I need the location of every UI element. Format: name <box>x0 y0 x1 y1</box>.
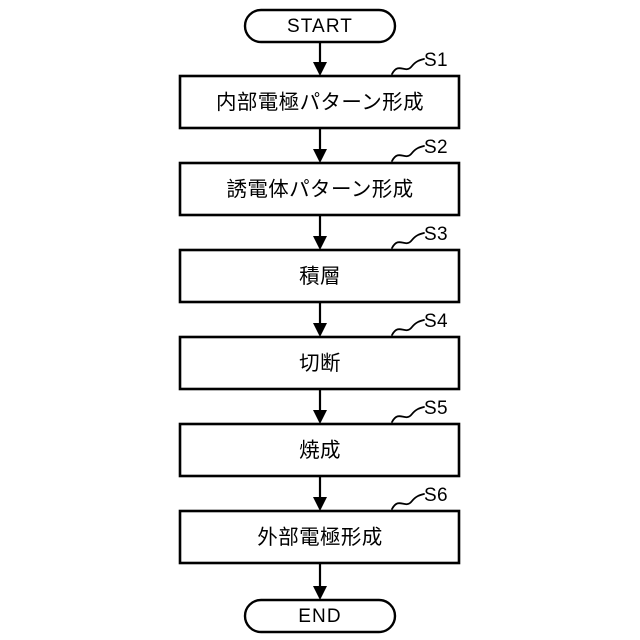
s6-label: 外部電極形成 <box>257 525 382 549</box>
s5-tag-text: S5 <box>424 398 448 419</box>
connector-start-to-s1 <box>313 42 327 76</box>
tag-s5: S5 <box>391 398 448 423</box>
s1-box <box>178 74 461 130</box>
connector-s4-to-s5 <box>313 389 327 424</box>
s6-box <box>178 509 461 565</box>
connector-s3-to-s4 <box>313 302 327 337</box>
arrow-head-icon <box>313 410 327 424</box>
node-s6[interactable]: 外部電極形成 <box>178 509 461 565</box>
end-label: END <box>298 606 341 627</box>
node-s3[interactable]: 積層 <box>178 248 461 304</box>
tag-s6: S6 <box>391 485 448 510</box>
s3-tag-text: S3 <box>424 224 448 245</box>
s2-label: 誘電体パターン形成 <box>226 177 413 201</box>
s2-tag-text: S2 <box>424 137 448 158</box>
connector-s6-to-end <box>313 563 327 600</box>
s3-label: 積層 <box>299 264 341 288</box>
arrow-head-icon <box>313 236 327 250</box>
node-s4[interactable]: 切断 <box>178 335 461 391</box>
tag-s1: S1 <box>391 50 448 75</box>
node-end[interactable]: END <box>243 598 397 634</box>
s3-leader-line <box>391 232 425 249</box>
arrow-head-icon <box>313 62 327 76</box>
tag-s4: S4 <box>391 311 448 336</box>
s6-leader-line <box>391 493 425 510</box>
node-start[interactable]: START <box>243 8 397 44</box>
s6-tag-text: S6 <box>424 485 448 506</box>
s4-label: 切断 <box>299 351 341 375</box>
node-s1[interactable]: 内部電極パターン形成 <box>178 74 461 130</box>
end-capsule <box>243 598 397 634</box>
s1-label: 内部電極パターン形成 <box>216 90 424 114</box>
start-label: START <box>287 16 353 37</box>
tag-s3: S3 <box>391 224 448 249</box>
arrow-head-icon <box>313 497 327 511</box>
s5-box <box>178 422 461 478</box>
s1-leader-line <box>391 58 425 75</box>
s2-leader-line <box>391 145 425 162</box>
s1-tag-text: S1 <box>424 50 448 71</box>
node-s5[interactable]: 焼成 <box>178 422 461 478</box>
s5-leader-line <box>391 406 425 423</box>
tag-s2: S2 <box>391 137 448 162</box>
s4-tag-text: S4 <box>424 311 448 332</box>
s4-box <box>178 335 461 391</box>
s4-leader-line <box>391 319 425 336</box>
connector-s1-to-s2 <box>313 128 327 163</box>
arrow-head-icon <box>313 149 327 163</box>
connector-s5-to-s6 <box>313 476 327 511</box>
connector-s2-to-s3 <box>313 215 327 250</box>
node-s2[interactable]: 誘電体パターン形成 <box>178 161 461 217</box>
arrow-head-icon <box>313 586 327 600</box>
s5-label: 焼成 <box>299 438 341 462</box>
arrow-head-icon <box>313 323 327 337</box>
